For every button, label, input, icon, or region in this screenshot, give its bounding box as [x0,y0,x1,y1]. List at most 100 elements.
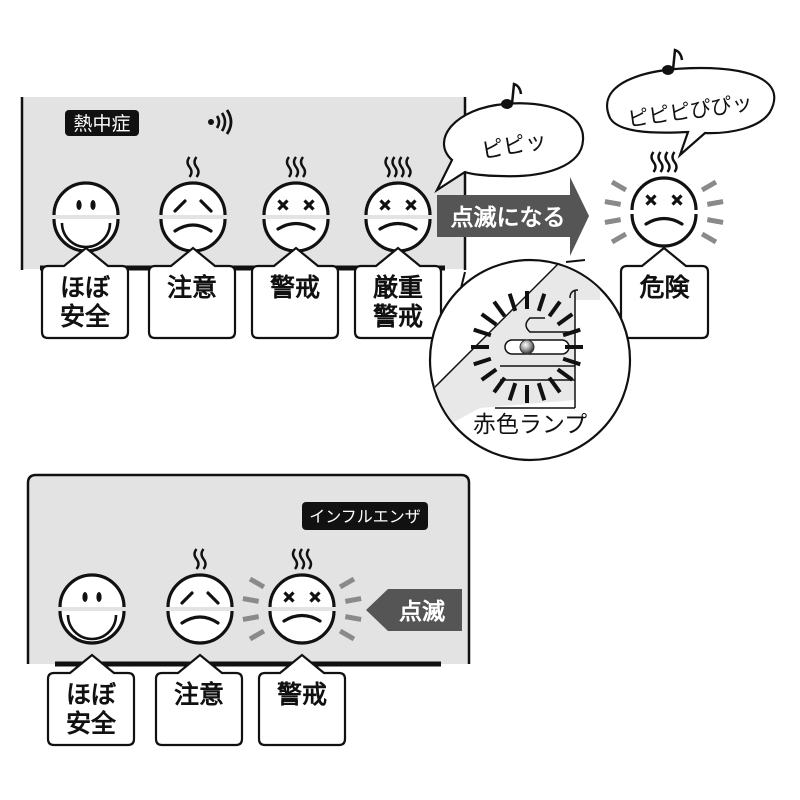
blink-ray [344,614,362,622]
blink-ray [242,596,260,604]
x-eye-icon [379,199,391,211]
music-note-icon [662,48,684,75]
lamp-ray [562,356,581,367]
blink-ray [706,217,724,225]
blink-ray [700,179,718,193]
blink-ray [610,231,628,245]
x-eye-icon [671,194,683,206]
lamp-blink-rays [471,291,583,403]
face-outline [52,181,120,216]
red-lamp-magnifier: 赤色ランプ [428,258,632,462]
x-eye-icon [277,199,289,211]
eye-icon [90,200,96,210]
blink-ray [604,199,622,207]
beep-bubble-small: ピピッ [434,82,585,194]
face-danger [604,151,724,248]
mode-label-influenza: インフルエンザ [309,507,421,526]
steam-icon [285,156,307,178]
x-eye-icon [303,199,315,211]
level-label-text: 警戒 [372,302,423,331]
lamp-ray [507,382,518,401]
music-note-icon [501,82,523,109]
mouth-frown [378,221,418,231]
mouth-smile [66,614,118,641]
eye-icon [96,592,102,602]
lamp-ray [556,312,574,327]
blink-ray [700,231,718,245]
blink-ray [338,628,356,642]
lamp-ray [492,376,507,394]
blink-arrow: 点滅になる [437,177,589,256]
blink-ray [242,614,260,622]
arrow-label: 点滅になる [451,205,566,231]
level-label-3: 警戒 [250,246,340,340]
level-label-text: 注意 [167,273,217,302]
eye-icon [180,591,194,605]
mouth-frown [644,216,684,226]
blink-rays [604,179,724,245]
face-level-2 [159,156,227,253]
eye-icon [82,592,88,602]
flu-face-level-3 [242,548,362,645]
lamp-callout-label: 赤色ランプ [473,412,587,438]
lamp-ray [536,382,547,401]
mouth-frown [282,613,322,623]
steam-icon [186,156,200,178]
face-level-3 [262,156,330,253]
eye-icon [173,199,187,213]
face-outline [58,573,126,608]
level-label-text: 安全 [66,709,117,738]
sound-wave-icon [208,109,233,135]
lamp-ray [547,300,562,318]
lamp-ray [473,356,492,367]
x-eye-icon [405,199,417,211]
flu-face-level-1 [58,573,126,645]
steam-icon [650,151,678,173]
level-label-text: 厳重 [373,273,423,302]
lamp-ray [507,293,518,312]
mode-label-heatstroke: 熱中症 [73,113,130,135]
steam-icon [384,156,412,178]
eye-icon [76,200,82,210]
level-label-text: 安全 [60,302,111,331]
lamp-ray [547,376,562,394]
lamp-ray [562,327,581,338]
mode-chip-influenza [302,502,428,530]
blink-ray [344,596,362,604]
lamp-ray [473,327,492,338]
heatstroke-panel: 熱中症 [20,97,467,271]
level-label-text: ほぼ [60,273,111,302]
level-label-danger: 危険 [619,246,710,340]
lamp-ray [492,300,507,318]
lamp-ray [480,312,498,327]
level-label-text: 警戒 [269,273,320,302]
blink-ray [604,217,622,225]
steam-icon [291,548,313,570]
level-label-text: 注意 [174,680,224,709]
face-level-1 [52,181,120,253]
blink-tag-label: 点滅 [399,599,445,625]
x-eye-icon [309,591,321,603]
blink-ray [338,576,356,590]
blink-ray [248,628,266,642]
level-label-2: 注意 [147,246,237,340]
blink-rays [242,576,362,642]
x-eye-icon [283,591,295,603]
face-outline [630,176,698,211]
blink-ray [248,576,266,590]
mouth-frown [173,223,213,233]
level-label-text: 危険 [639,273,690,302]
eye-icon [206,591,220,605]
level-label-text: ほぼ [66,680,117,709]
steam-icon [193,548,207,570]
red-lamp-led [519,339,535,355]
flu-level-label-2: 注意 [154,653,244,747]
influenza-panel: インフルエンザ 点滅 [26,473,471,667]
lamp-ray [480,367,498,382]
lamp-ray [556,367,574,382]
mode-chip-heatstroke [65,110,139,136]
